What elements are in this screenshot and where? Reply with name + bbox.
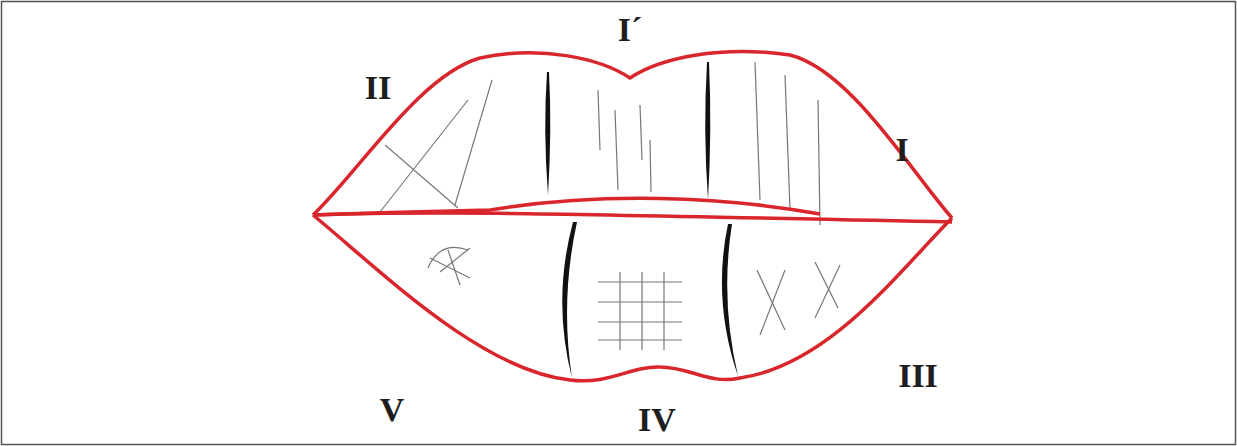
region-number: IV: [638, 403, 676, 437]
fold-lines: [545, 62, 738, 378]
region-number: I´: [618, 13, 643, 47]
region-number: III: [898, 359, 938, 393]
region-number: II: [365, 71, 391, 105]
region-number: I: [895, 133, 908, 167]
lip-outline: [313, 52, 952, 381]
region-number: V: [380, 393, 405, 427]
